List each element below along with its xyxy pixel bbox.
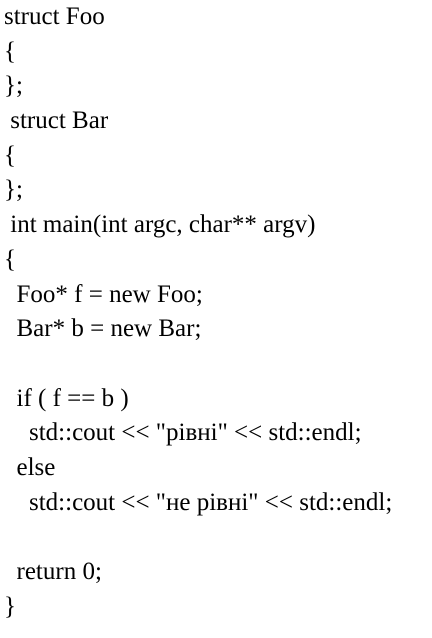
code-line: std::cout << "не рівні" << std::endl;	[4, 488, 393, 516]
code-line: };	[4, 72, 23, 100]
code-line: {	[4, 141, 16, 169]
code-line: if ( f == b )	[4, 384, 129, 412]
code-line	[4, 520, 432, 555]
code-line: };	[4, 176, 23, 204]
code-line: struct Bar	[4, 107, 109, 135]
code-line: else	[4, 453, 56, 481]
code-line: {	[4, 245, 16, 273]
code-line: int main(int argc, char** argv)	[4, 211, 316, 239]
code-line: return 0;	[4, 558, 102, 585]
code-line: Foo* f = new Foo;	[4, 280, 203, 308]
code-line: Bar* b = new Bar;	[4, 315, 202, 343]
code-line: struct Foo	[4, 3, 105, 30]
code-line: {	[4, 37, 16, 65]
code-line	[4, 347, 432, 382]
code-line: }	[4, 592, 16, 620]
code-line: std::cout << "рівні" << std::endl;	[4, 419, 362, 447]
code-listing: struct Foo { }; struct Bar { }; int main…	[4, 0, 432, 624]
